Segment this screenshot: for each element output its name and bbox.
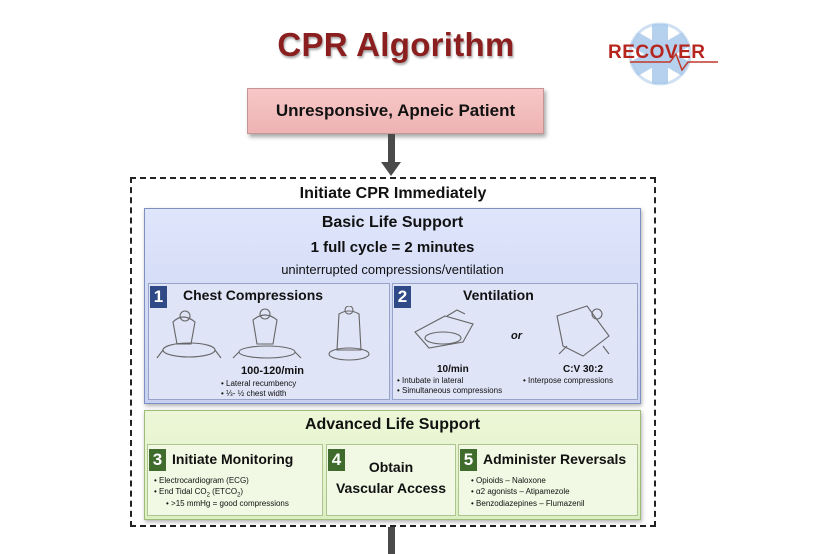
step-number: 3 <box>149 449 166 471</box>
step-title: Chest Compressions <box>183 287 324 303</box>
compression-illustration <box>156 306 370 361</box>
compression-rate: 100-120/min <box>241 365 304 377</box>
ventilation-box: 2 Ventilation or 10/min Intubate in late… <box>392 283 638 400</box>
reversal-note: Benzodiazepines – Flumazenil <box>471 499 585 509</box>
als-title: Advanced Life Support <box>304 416 481 433</box>
flow-arrow-continue <box>388 527 395 554</box>
star-of-life-icon <box>628 22 718 86</box>
chest-compressions-box: 1 Chest Compressions 100-120/min Lateral… <box>148 283 390 400</box>
logo-text: RECOVER <box>608 42 706 63</box>
reversal-note: α2 agonists – Atipamezole <box>471 487 570 497</box>
ventilation-rate: 10/min <box>437 364 469 375</box>
monitoring-subnote: >15 mmHg = good compressions <box>166 499 289 509</box>
initiate-cpr-heading: Initiate CPR Immediately <box>299 185 487 202</box>
step-title: Ventilation <box>463 287 534 303</box>
page-title: CPR Algorithm <box>277 26 515 63</box>
step-title: Initiate Monitoring <box>172 451 294 467</box>
step-title-line2: Vascular Access <box>335 480 446 496</box>
bls-subtitle: uninterrupted compressions/ventilation <box>281 262 504 277</box>
compression-note: ⅓- ½ chest width <box>221 389 286 399</box>
step-title: Administer Reversals <box>483 451 627 467</box>
cpr-container <box>130 177 656 527</box>
bls-title: Basic Life Support <box>321 214 464 231</box>
start-box: Unresponsive, Apneic Patient <box>247 88 544 134</box>
monitoring-box: 3 Initiate Monitoring Electrocardiogram … <box>147 444 323 516</box>
ventilation-note: Intubate in lateral <box>397 376 463 386</box>
compression-note: Lateral recumbency <box>221 379 296 389</box>
ventilation-note: Simultaneous compressions <box>397 386 502 396</box>
ventilation-illustration <box>414 305 610 357</box>
flow-arrow-head <box>381 162 401 176</box>
step-title-line1: Obtain <box>368 459 414 475</box>
vascular-access-box: 4 Obtain Vascular Access <box>326 444 456 516</box>
reversal-note: Opioids – Naloxone <box>471 476 546 486</box>
recover-logo: RECOVER <box>600 16 722 96</box>
reversals-box: 5 Administer Reversals Opioids – Naloxon… <box>458 444 638 516</box>
ventilation-note: Interpose compressions <box>523 376 613 386</box>
step-number: 2 <box>394 286 411 308</box>
monitoring-note: Electrocardiogram (ECG) <box>154 476 249 486</box>
step-number: 5 <box>460 449 477 471</box>
cv-ratio: C:V 30:2 <box>563 364 604 375</box>
bls-cycle: 1 full cycle = 2 minutes <box>310 239 475 256</box>
monitoring-note: End Tidal CO2 (ETCO2) <box>154 487 243 501</box>
flow-arrow-shaft <box>388 134 395 164</box>
or-label: or <box>511 330 522 342</box>
step-number: 4 <box>328 449 345 471</box>
step-number: 1 <box>150 286 167 308</box>
